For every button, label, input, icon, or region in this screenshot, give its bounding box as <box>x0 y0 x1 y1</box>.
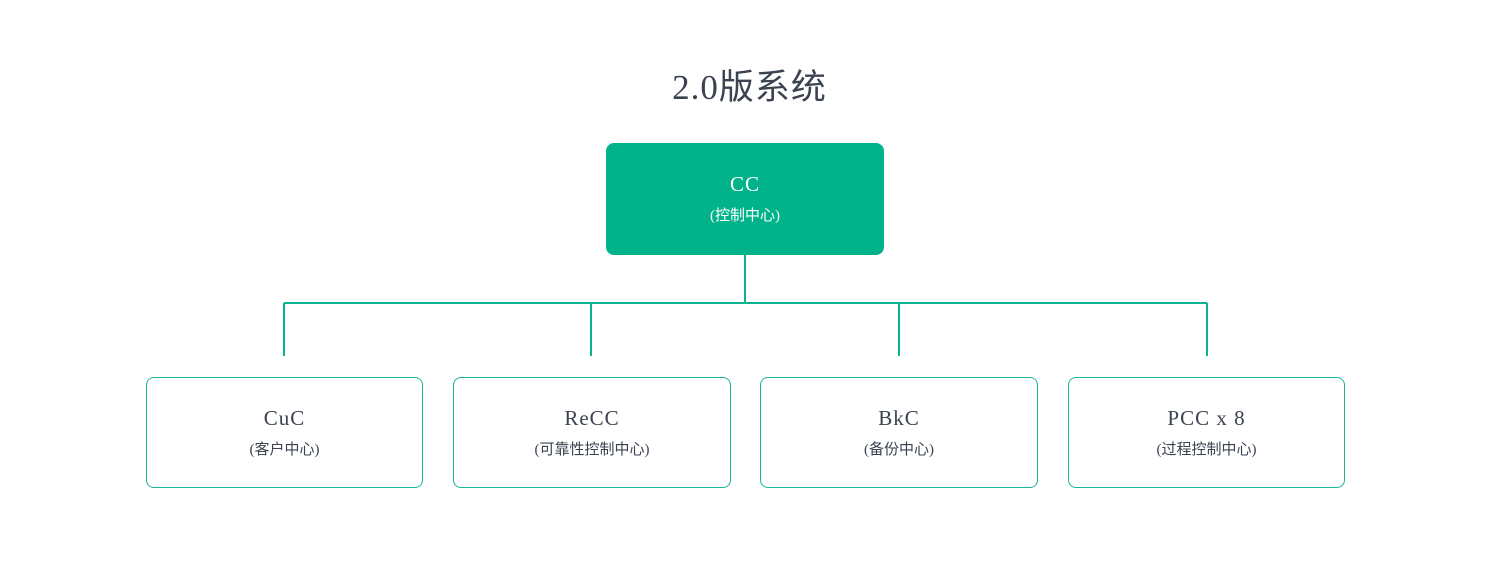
node-description: (客户中心) <box>249 441 320 458</box>
node-description: (控制中心) <box>710 208 780 224</box>
node-code: ReCC <box>564 405 620 430</box>
node-description: (过程控制中心) <box>1156 441 1257 458</box>
node-code: BkC <box>878 405 920 430</box>
node-root-cc[interactable]: CC (控制中心) <box>606 143 884 255</box>
node-child-bkc[interactable]: BkC (备份中心) <box>760 377 1038 488</box>
node-code: CC <box>729 172 760 196</box>
node-description: (可靠性控制中心) <box>534 441 650 458</box>
node-code: CuC <box>263 405 306 430</box>
node-child-recc[interactable]: ReCC (可靠性控制中心) <box>453 377 731 488</box>
node-child-pcc[interactable]: PCC x 8 (过程控制中心) <box>1068 377 1345 488</box>
node-child-cuc[interactable]: CuC (客户中心) <box>146 377 423 488</box>
node-description: (备份中心) <box>864 441 934 458</box>
node-code: PCC x 8 <box>1167 405 1246 430</box>
diagram-title: 2.0版系统 <box>672 68 827 107</box>
